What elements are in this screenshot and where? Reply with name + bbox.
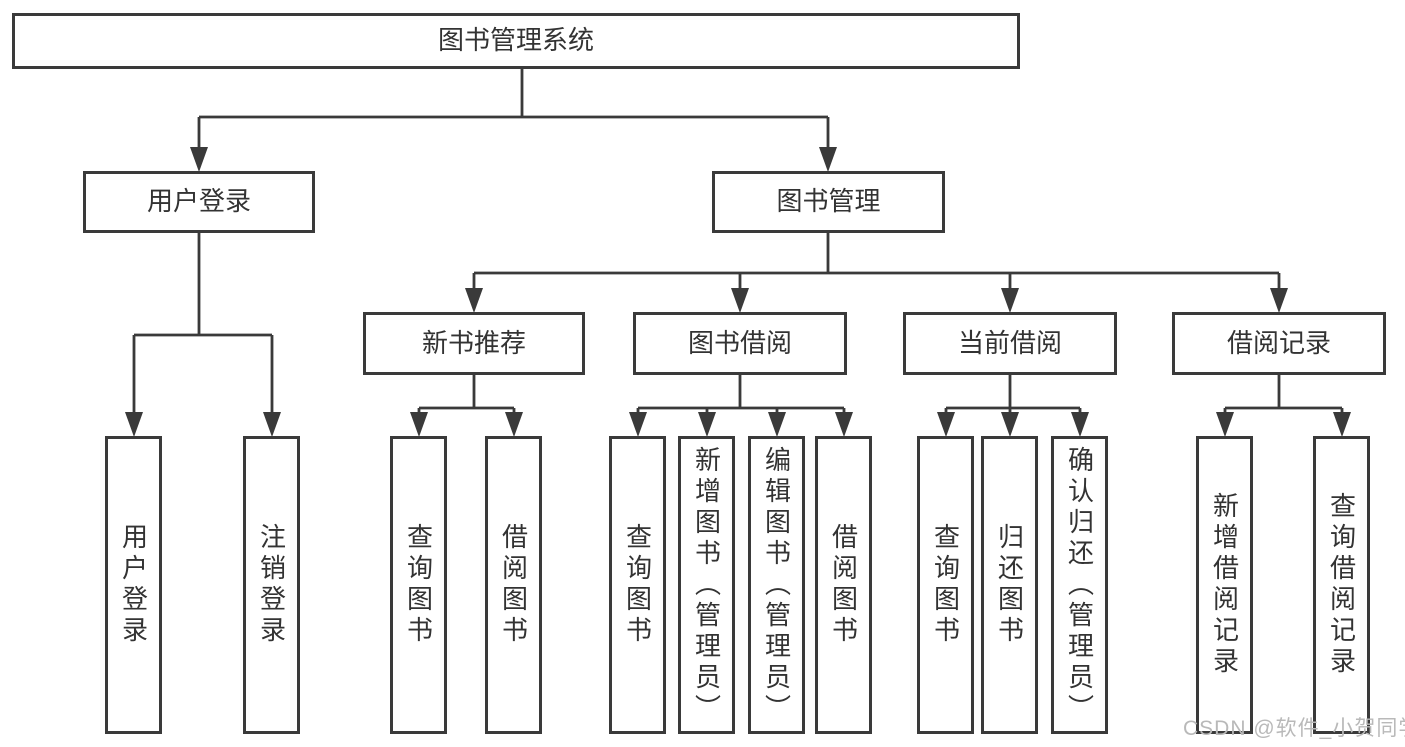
- node-edit-book-admin: 编辑图书（管理员）: [748, 436, 805, 734]
- node-query-books-3: 查询图书: [917, 436, 974, 734]
- node-label: 查询图书: [403, 523, 434, 647]
- node-label: 当前借阅: [957, 327, 1062, 358]
- node-label: 用户登录: [118, 523, 149, 647]
- watermark: CSDN @软件_小贺同学: [1183, 717, 1405, 740]
- node-current-borrow: 当前借阅: [903, 312, 1117, 375]
- node-label: 图书管理系统: [437, 25, 594, 56]
- node-library-system: 图书管理系统: [12, 13, 1020, 69]
- node-confirm-return-admin: 确认归还（管理员）: [1051, 436, 1108, 734]
- node-borrow-books-2: 借阅图书: [815, 436, 872, 734]
- node-book-borrow: 图书借阅: [633, 312, 847, 375]
- node-book-management: 图书管理: [712, 171, 945, 233]
- node-label: 借阅图书: [498, 523, 529, 647]
- node-label: 查询图书: [622, 523, 653, 647]
- node-label: 编辑图书（管理员）: [761, 445, 792, 725]
- node-label: 图书管理: [776, 186, 881, 217]
- node-label: 确认归还（管理员）: [1064, 445, 1095, 725]
- node-add-book-admin: 新增图书（管理员）: [678, 436, 735, 734]
- node-return-book: 归还图书: [981, 436, 1038, 734]
- node-label: 借阅记录: [1226, 327, 1331, 358]
- node-label: 新书推荐: [421, 327, 526, 358]
- node-label: 借阅图书: [828, 523, 859, 647]
- node-add-borrow-record: 新增借阅记录: [1196, 436, 1253, 734]
- node-user-login-leaf: 用户登录: [105, 436, 162, 734]
- node-borrow-books-1: 借阅图书: [485, 436, 542, 734]
- node-label: 查询图书: [930, 523, 961, 647]
- node-new-book-recommend: 新书推荐: [363, 312, 585, 375]
- node-logout: 注销登录: [243, 436, 300, 734]
- node-label: 新增图书（管理员）: [691, 445, 722, 725]
- node-label: 用户登录: [146, 186, 251, 217]
- node-label: 图书借阅: [687, 327, 792, 358]
- node-label: 归还图书: [994, 523, 1025, 647]
- node-query-books-2: 查询图书: [609, 436, 666, 734]
- node-label: 查询借阅记录: [1326, 492, 1357, 678]
- node-label: 注销登录: [256, 523, 287, 647]
- node-user-login: 用户登录: [83, 171, 315, 233]
- node-query-borrow-record: 查询借阅记录: [1313, 436, 1370, 734]
- node-query-books-1: 查询图书: [390, 436, 447, 734]
- node-label: 新增借阅记录: [1209, 492, 1240, 678]
- node-borrow-records: 借阅记录: [1172, 312, 1386, 375]
